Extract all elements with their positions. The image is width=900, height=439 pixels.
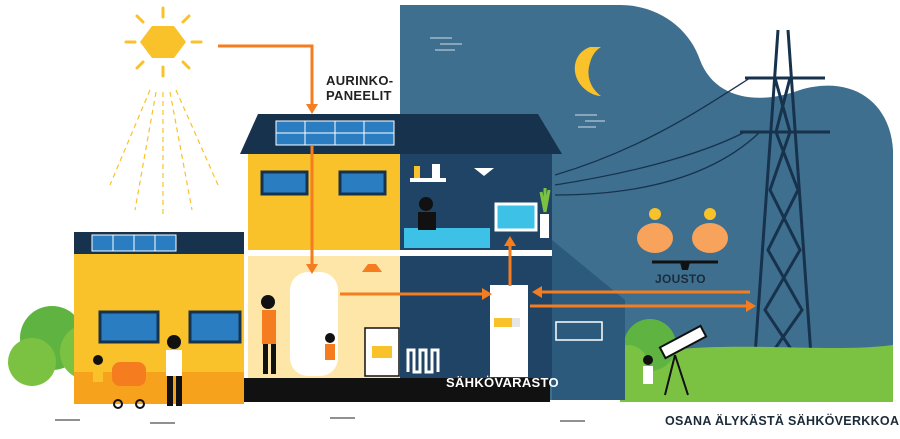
power-pylon: [740, 29, 830, 399]
arrowheads: [306, 104, 756, 312]
energy-flow-arrows: [218, 44, 750, 308]
arrow-sun-to-panels: [218, 44, 314, 104]
ground-marks: [55, 417, 585, 424]
telescope-with-child: [643, 324, 708, 396]
grass: [620, 345, 893, 402]
ground-strip: [240, 378, 550, 402]
power-lines: [554, 77, 761, 196]
flexibility-scale: [637, 208, 728, 270]
solar-panels-label-line1: AURINKO-: [326, 73, 394, 88]
solar-panels-label-line2: PANEELIT: [326, 87, 392, 103]
piggy-bank-icon: [692, 208, 728, 253]
smart-grid-label: OSANA ÄLYKÄSTÄ SÄHKÖVERKKOA: [665, 414, 900, 428]
plant-icon: [539, 188, 551, 213]
radiator: [406, 348, 440, 374]
main-house: [240, 114, 625, 400]
small-house-window: [98, 310, 160, 344]
small-house-window: [188, 310, 242, 344]
child-figure: [325, 333, 335, 343]
side-annex: [552, 240, 625, 400]
small-house-solar-panel: [91, 234, 177, 252]
person-on-sofa: [419, 197, 433, 211]
energy-storage-label: SÄHKÖVARASTO: [446, 375, 559, 390]
lamp: [362, 264, 382, 272]
flexibility-label: JOUSTO: [655, 272, 706, 286]
fridge: [290, 272, 338, 376]
sofa: [404, 228, 490, 248]
clouds: [430, 37, 605, 128]
utility-room: [400, 256, 552, 378]
roof-solar-panels: [275, 120, 395, 146]
parent-figure: [261, 295, 275, 309]
moon-icon: [574, 47, 601, 96]
piggy-bank-icon: [637, 208, 673, 253]
tv: [494, 202, 538, 232]
sun-icon: [109, 6, 219, 215]
family-with-stroller: [93, 335, 182, 409]
solar-panels-label: AURINKO- PANEELIT: [326, 73, 394, 104]
battery-storage: [490, 285, 528, 377]
